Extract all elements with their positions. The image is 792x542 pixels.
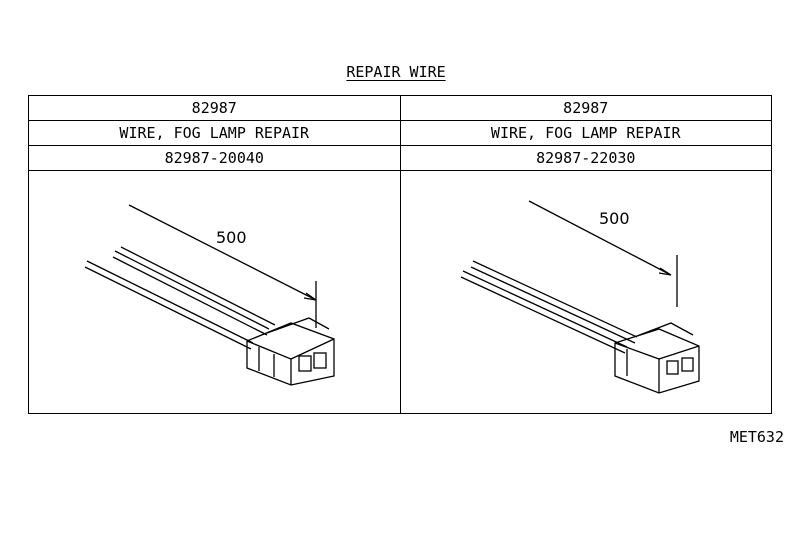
dimension-label: 500 — [216, 228, 247, 247]
diagram-title: REPAIR WIRE — [346, 63, 446, 81]
column-1-description: WIRE, FOG LAMP REPAIR — [28, 120, 401, 146]
column-2-code: 82987 — [399, 95, 772, 121]
reference-code: MET632 — [729, 428, 784, 446]
dimension-arrowhead — [658, 267, 671, 276]
dimension-label: 500 — [599, 209, 630, 228]
column-2-description: WIRE, FOG LAMP REPAIR — [399, 120, 772, 146]
column-1-part-number: 82987-20040 — [28, 145, 401, 171]
repair-wire-table: 82987 82987 WIRE, FOG LAMP REPAIR WIRE, … — [28, 95, 772, 414]
two-pin-connector — [246, 317, 335, 386]
column-1-code: 82987 — [28, 95, 401, 121]
housing-connector — [613, 322, 700, 394]
wire-bundle — [84, 246, 276, 350]
housing-connector-wire-drawing: 500 — [460, 200, 700, 394]
dimension-arrow-line — [528, 200, 669, 275]
column-2-illustration: 500 — [399, 170, 772, 414]
two-pin-connector-wire-drawing: 500 — [84, 204, 335, 386]
dimension-arrow-line — [128, 204, 315, 300]
column-1-illustration: 500 — [28, 170, 401, 414]
wire-bundle — [460, 260, 637, 354]
column-2-part-number: 82987-22030 — [399, 145, 772, 171]
dimension-arrowhead — [303, 292, 317, 301]
